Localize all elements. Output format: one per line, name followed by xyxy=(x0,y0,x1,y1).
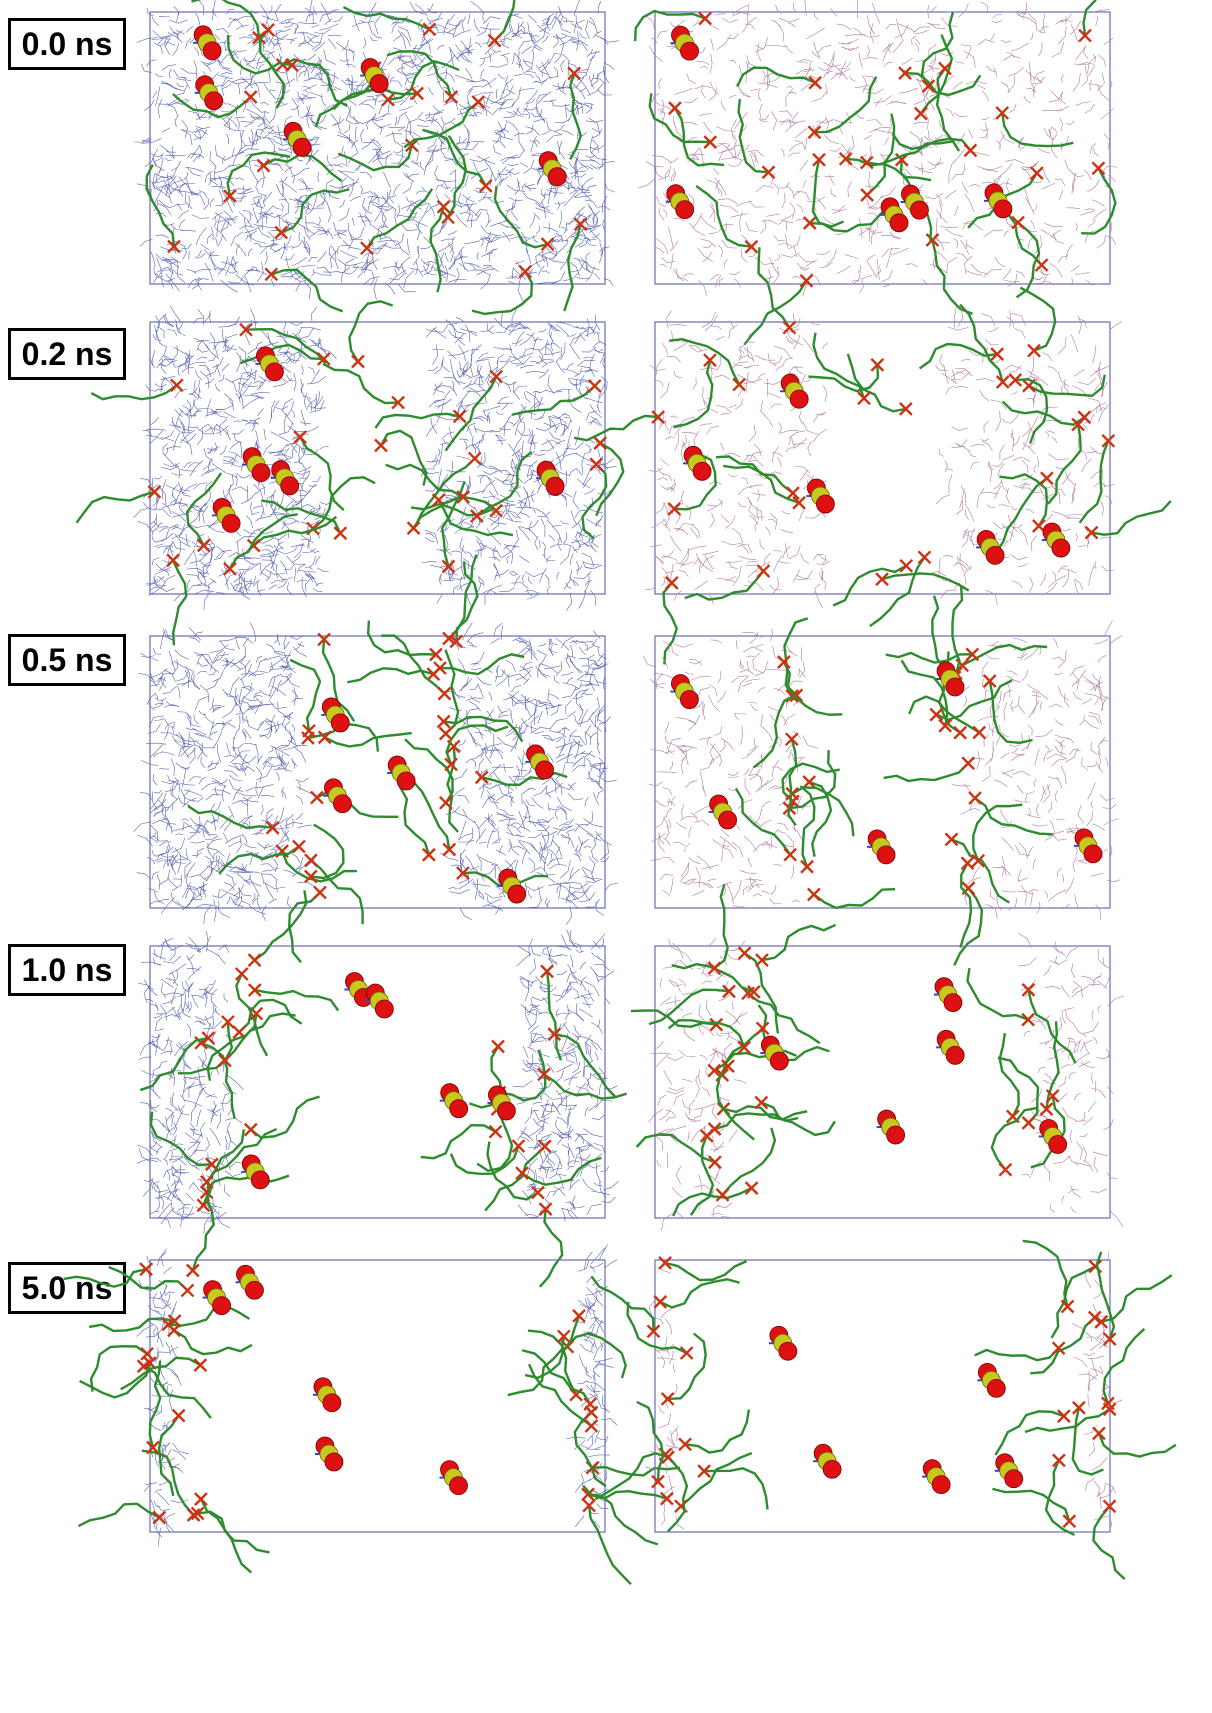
ion-spheres xyxy=(665,25,1013,233)
ion-spheres xyxy=(241,972,516,1190)
simulation-box xyxy=(654,321,1111,595)
simulation-box xyxy=(149,321,606,595)
surfactant-chains xyxy=(63,1186,681,1586)
solvent-molecules xyxy=(643,620,1123,920)
surfactant-chains xyxy=(75,300,625,646)
simulation-box xyxy=(654,1259,1111,1533)
md-snapshot-left-1 xyxy=(75,300,625,646)
ion-spheres xyxy=(202,1264,468,1496)
ion-spheres xyxy=(193,25,567,187)
solvent-molecules xyxy=(645,306,1123,609)
time-label: 0.5 ns xyxy=(8,634,126,686)
md-snapshot-right-4 xyxy=(582,1239,1177,1580)
simulation-box xyxy=(654,635,1111,909)
md-snapshot-right-2 xyxy=(643,586,1123,966)
surfactant-chains xyxy=(630,883,1077,1217)
solvent-molecules xyxy=(134,0,619,302)
md-snapshot-left-3 xyxy=(136,890,627,1288)
surfactant-chains xyxy=(187,554,568,964)
simulation-box xyxy=(654,11,1111,285)
md-snapshot-left-4 xyxy=(63,1186,681,1586)
ion-spheres xyxy=(321,697,554,904)
md-snapshot-left-0 xyxy=(134,0,619,316)
surfactant-chains xyxy=(145,0,588,316)
ion-spheres xyxy=(212,346,565,533)
solvent-molecules xyxy=(133,622,618,926)
time-label: 1.0 ns xyxy=(8,944,126,996)
ion-spheres xyxy=(768,1325,1024,1495)
ion-spheres xyxy=(760,977,1068,1154)
surfactant-chains xyxy=(633,0,1117,346)
surfactant-chains xyxy=(139,890,627,1288)
time-label: 5.0 ns xyxy=(8,1262,126,1314)
simulation-box xyxy=(149,1259,606,1533)
simulation-box xyxy=(654,945,1111,1219)
md-snapshot-right-3 xyxy=(630,883,1125,1231)
solvent-molecules xyxy=(638,0,1118,297)
md-snapshot-left-2 xyxy=(133,554,618,964)
md-snapshot-right-1 xyxy=(573,247,1172,665)
surfactant-chains xyxy=(582,1239,1177,1580)
time-label: 0.2 ns xyxy=(8,328,126,380)
ion-spheres xyxy=(683,373,1071,565)
surfactant-chains xyxy=(573,247,1172,665)
surfactant-chains xyxy=(734,586,1053,966)
simulation-box xyxy=(149,11,606,285)
ion-spheres xyxy=(670,661,1103,865)
md-snapshot-right-0 xyxy=(633,0,1118,346)
solvent-molecules xyxy=(133,305,617,612)
time-label: 0.0 ns xyxy=(8,18,126,70)
solvent-molecules xyxy=(644,1252,1123,1530)
simulation-box xyxy=(149,635,606,909)
